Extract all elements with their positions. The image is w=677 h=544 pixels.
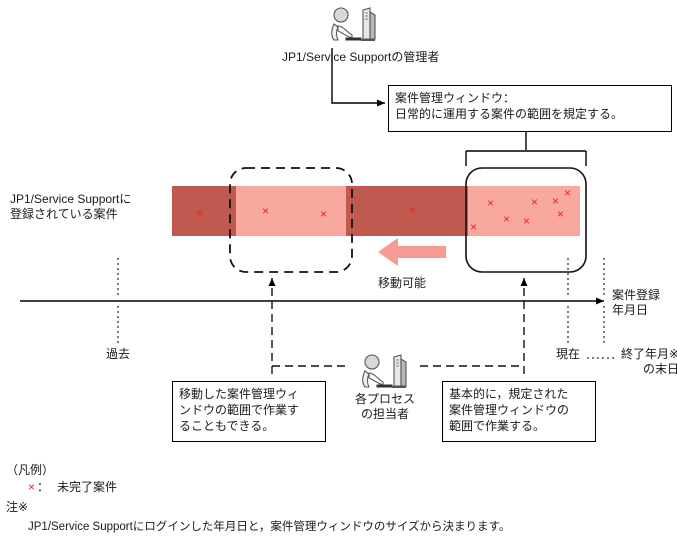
bottom-actor-label-line2: の担当者 [360, 407, 409, 421]
x-mark: × [409, 203, 417, 217]
x-mark: × [470, 220, 478, 234]
note-body: JP1/Service Supportにログインした年月日と，案件管理ウィンドウ… [28, 521, 511, 533]
person-at-computer-icon [356, 353, 412, 393]
callout-standard-window-work: 基本的に，規定された 案件管理ウィンドウの 範囲で作業する。 [442, 381, 596, 442]
callout-management-window: 案件管理ウィンドウ： 日常的に運用する案件の範囲を規定する。 [388, 85, 672, 132]
legend-meaning: 未完了案件 [57, 480, 118, 494]
x-mark: × [262, 204, 270, 218]
callout-standard-window-work-line3: 範囲で作業する。 [449, 419, 546, 433]
left-axis-label-line2: 登録されている案件 [10, 207, 118, 221]
callout-moved-window-work-line3: ることもできる。 [179, 419, 275, 433]
x-mark: × [552, 194, 560, 208]
legend-row: × ： 未完了案件 [28, 480, 117, 495]
registration-date-axis-label: 案件登録 年月日 [612, 288, 660, 318]
move-possible-label: 移動可能 [378, 276, 427, 290]
bar-segment-middle [346, 186, 468, 236]
top-actor-label: JP1/Service Supportの管理者 [282, 50, 440, 64]
registration-date-axis-label-line1: 案件登録 [612, 288, 661, 302]
end-date-label-line1: 終了年月※ [621, 347, 677, 361]
x-mark: × [503, 212, 511, 226]
callout-management-window-line2: 日常的に運用する案件の範囲を規定する。 [395, 107, 624, 121]
left-axis-label-line1: JP1/Service Supportに [10, 192, 132, 206]
present-label: 現在 [556, 347, 581, 361]
x-mark: × [531, 195, 539, 209]
person-at-computer-icon [325, 6, 381, 46]
legend-separator: ： [37, 480, 50, 494]
x-mark: × [557, 207, 565, 221]
x-mark: × [523, 214, 531, 228]
x-mark: × [564, 186, 572, 200]
callout-moved-window-work-line2: ンドウの範囲で作業す [179, 403, 300, 417]
callout-management-window-line1: 案件管理ウィンドウ： [395, 91, 516, 105]
x-mark: × [487, 196, 495, 210]
legend-heading: （凡例） [6, 463, 55, 477]
callout-moved-window-work-line1: 移動した案件管理ウィ [179, 387, 300, 401]
callout-standard-window-work-line1: 基本的に，規定された [449, 387, 569, 401]
callout-standard-window-work-line2: 案件管理ウィンドウの [449, 403, 570, 417]
registration-date-axis-label-line2: 年月日 [612, 303, 649, 317]
x-mark: × [196, 206, 204, 220]
bottom-actor-label-line1: 各プロセス [354, 392, 415, 406]
past-label: 過去 [106, 347, 131, 361]
left-arrow-icon [378, 238, 446, 266]
left-axis-label: JP1/Service Supportに 登録されている案件 [10, 192, 131, 222]
end-date-label: 終了年月※ の末日 [621, 347, 677, 377]
legend-x-symbol: × [28, 480, 36, 494]
bar-segment-moved-window [236, 186, 346, 236]
bar-segment-past [172, 186, 236, 236]
x-mark: × [320, 207, 328, 221]
bottom-actor-label: 各プロセス の担当者 [349, 392, 421, 422]
end-date-label-line2: の末日 [643, 362, 677, 376]
callout-moved-window-work: 移動した案件管理ウィ ンドウの範囲で作業す ることもできる。 [172, 381, 326, 442]
note-heading: 注※ [6, 500, 29, 514]
